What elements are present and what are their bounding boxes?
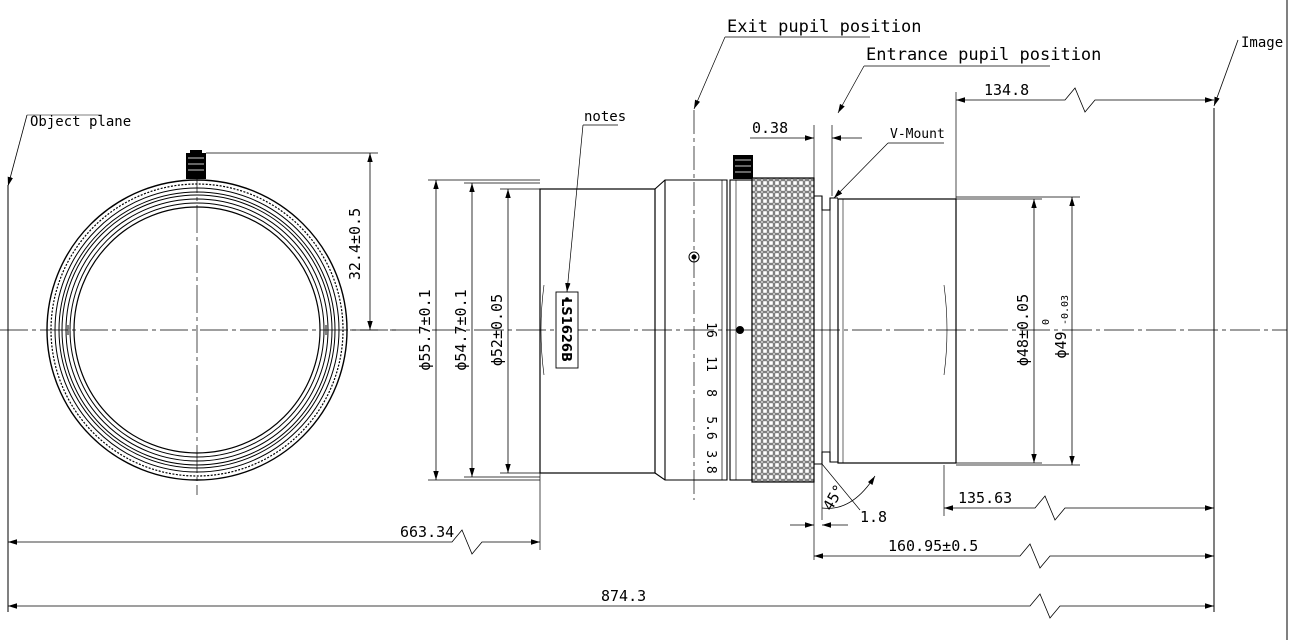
dim-49: ϕ49 [1052, 331, 1070, 358]
dim-45-arc [821, 463, 876, 520]
aperture-mark: 8 [703, 389, 718, 397]
object-plane-label: Object plane [30, 114, 131, 130]
aperture-scale: 16 11 8 5.6 3.8 [703, 322, 718, 474]
v-mount-callout [833, 142, 944, 199]
dim-0-38: 0.38 [752, 119, 788, 137]
dim-54-7: ϕ54.7±0.1 [452, 289, 470, 370]
entrance-pupil-callout [837, 65, 1050, 114]
dim-135-63: 135.63 [958, 489, 1012, 507]
v-mount-label: V-Mount [890, 127, 945, 142]
front-view [0, 150, 400, 495]
dim-45: 45° [819, 481, 848, 513]
dim-663-34-line [8, 473, 541, 555]
aperture-mark: 3.8 [703, 450, 718, 473]
aperture-mark: 16 [703, 322, 718, 338]
dim-48: ϕ48±0.05 [1014, 294, 1032, 366]
front-diameter-dims [428, 179, 540, 481]
dim-52: ϕ52±0.05 [488, 294, 506, 366]
dim-1-8: 1.8 [860, 508, 887, 526]
dim-134-8-line [955, 87, 1214, 199]
dim-1-8-line [790, 482, 848, 560]
dim-134-8: 134.8 [984, 81, 1029, 99]
dim-32-4: 32.4±0.5 [346, 208, 364, 280]
image-plane-marker [1213, 39, 1239, 612]
dim-874-3: 874.3 [601, 587, 646, 605]
notes-label: notes [584, 109, 626, 125]
dim-663-34: 663.34 [400, 523, 454, 541]
dim-0-38-line [750, 125, 862, 196]
image-label: Image [1241, 35, 1283, 51]
dim-160-95: 160.95±0.5 [888, 537, 978, 555]
model-label: LS1626B [558, 298, 573, 362]
dim-160-95-line [814, 543, 1214, 569]
dim-874-3-line [8, 593, 1214, 619]
exit-pupil-callout [693, 36, 870, 110]
dim-49-lower-tol: -0.03 [1060, 295, 1071, 325]
entrance-pupil-label: Entrance pupil position [866, 45, 1101, 65]
dim-135-63-line [943, 465, 1214, 521]
dim-49-upper-tol: 0 [1041, 319, 1052, 325]
exit-pupil-label: Exit pupil position [727, 17, 921, 37]
aperture-mark: 11 [703, 356, 718, 372]
aperture-mark: 5.6 [703, 416, 718, 439]
dim-55-7: ϕ55.7±0.1 [416, 289, 434, 370]
side-view [390, 110, 1287, 500]
rear-diameter-dims [956, 196, 1080, 466]
notes-callout [565, 124, 618, 293]
